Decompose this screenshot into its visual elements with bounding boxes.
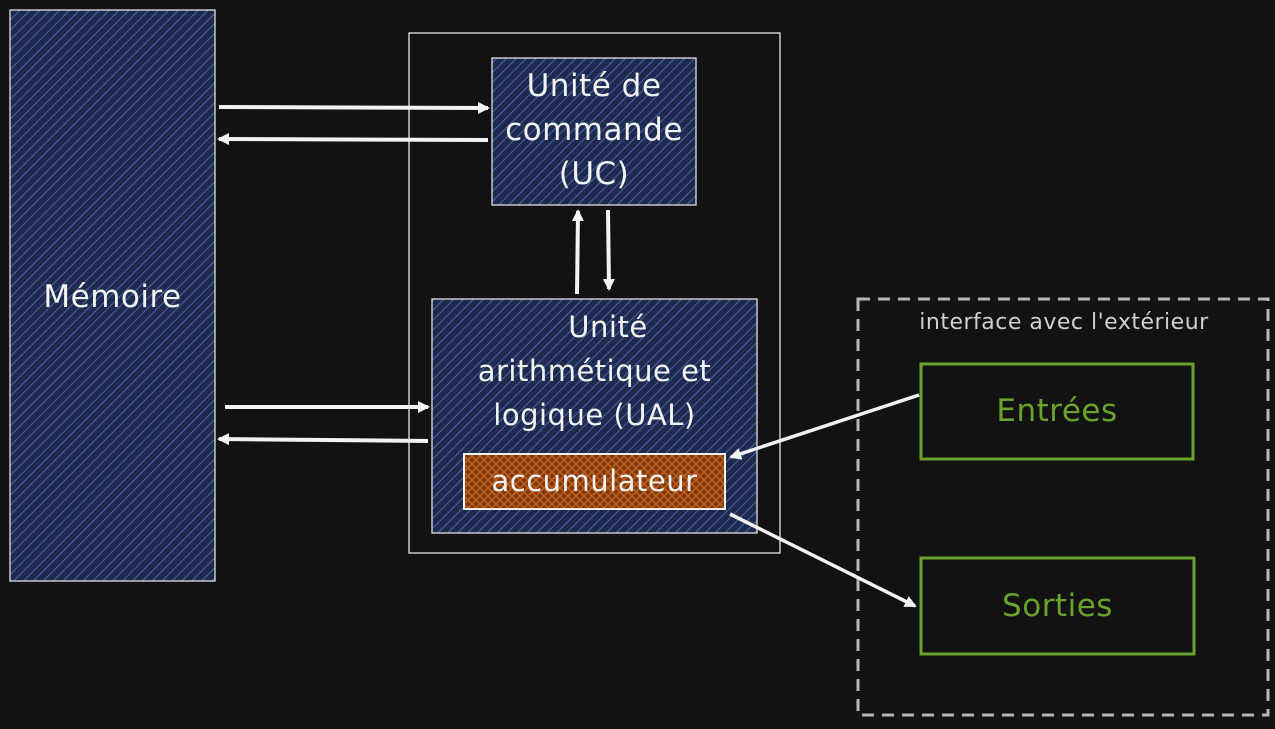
interface-label: interface avec l'extérieur bbox=[919, 310, 1209, 335]
arrow-entrees-to-accumulator bbox=[729, 393, 920, 460]
uc-label-line2: commande bbox=[505, 112, 683, 148]
arrow-ual-to-uc bbox=[571, 209, 584, 295]
uc-label-line3: (UC) bbox=[558, 156, 630, 192]
arrow-memory-to-uc bbox=[218, 101, 490, 114]
entrees-box bbox=[919, 362, 1195, 461]
accumulator-box bbox=[463, 453, 726, 510]
accumulator-label: accumulateur bbox=[491, 464, 698, 498]
arrow-uc-to-memory bbox=[217, 133, 489, 146]
sorties-box bbox=[919, 556, 1196, 656]
sorties-label: Sorties bbox=[1002, 588, 1113, 624]
interface-box bbox=[856, 297, 1270, 717]
arrow-accumulator-to-sorties bbox=[729, 512, 917, 608]
ual-label-line1: Unité bbox=[568, 310, 648, 344]
entrees-label: Entrées bbox=[996, 393, 1118, 429]
arrow-ual-to-memory bbox=[217, 433, 429, 446]
arrow-uc-to-ual bbox=[602, 209, 615, 291]
memory-label: Mémoire bbox=[43, 279, 182, 315]
ual-label-line3: logique (UAL) bbox=[493, 398, 696, 432]
ual-label-line2: arithmétique et bbox=[477, 354, 712, 388]
uc-box bbox=[491, 57, 697, 206]
memory-box bbox=[9, 9, 216, 582]
processor-container bbox=[408, 32, 781, 554]
uc-label-line1: Unité de bbox=[526, 68, 662, 104]
